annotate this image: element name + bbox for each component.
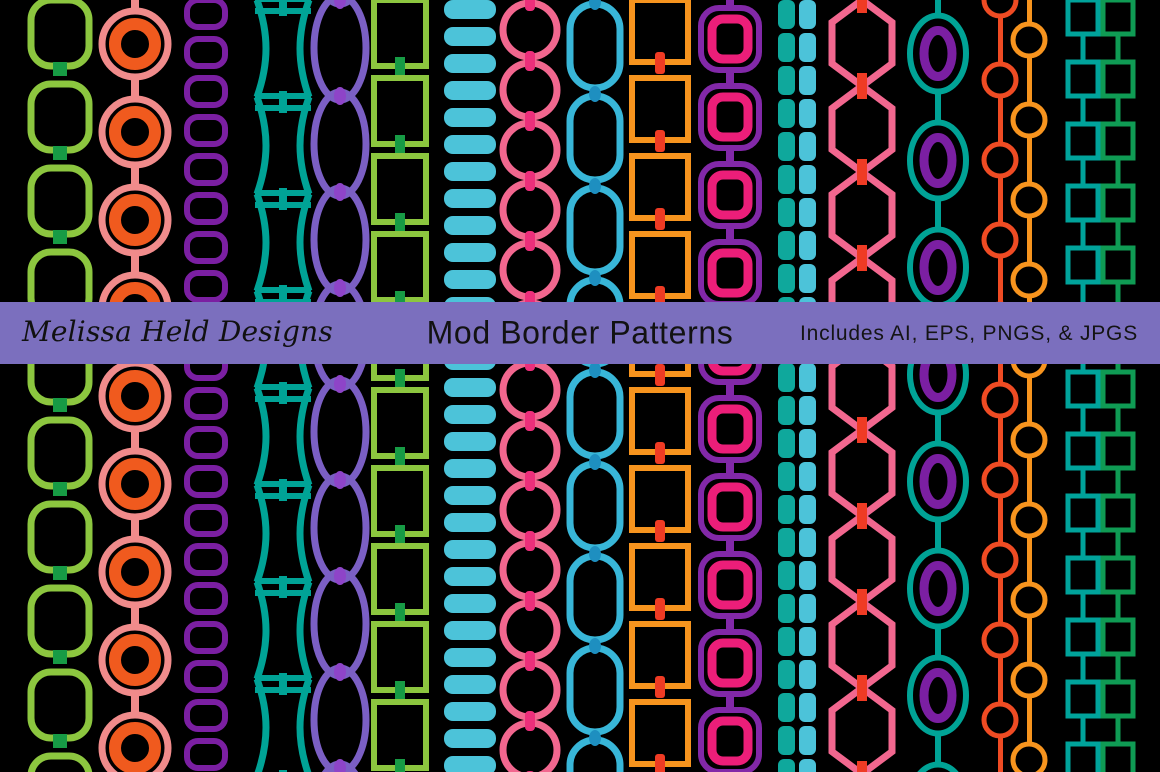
pattern-column-cyan-stacked-pill-bars [444,0,496,772]
pattern-column-purple-oval-chain [310,0,370,772]
pattern-column-teal-twin-dot-columns [778,0,816,772]
pattern-column-green-rounded-square-chain [27,0,93,772]
pattern-column-orange-twin-ring-strands [981,0,1048,772]
pattern-column-purple-magenta-rounded-square-chain [698,0,762,772]
brand-name: Melissa Held Designs [22,315,333,348]
pattern-column-orange-square-ladder [629,0,691,772]
pattern-column-pink-hexagon-chain [828,0,896,772]
pattern-column-purple-stacked-pill-ladder [184,0,228,771]
pattern-column-salmon-orange-ring-chain [98,0,172,772]
pattern-column-blue-oval-chain [566,0,624,772]
pattern-column-pink-circle-chain [499,0,561,772]
pattern-column-green-square-strand [1100,0,1136,772]
pattern-column-teal-bamboo-segments [253,0,313,772]
title-banner: Melissa Held Designs Mod Border Patterns… [0,302,1160,364]
product-title: Mod Border Patterns [426,314,734,351]
file-formats-note: Includes AI, EPS, PNGS, & JPGS [800,321,1138,345]
pattern-column-teal-square-strand [1065,0,1101,772]
pattern-column-green-square-film-strip [371,0,429,772]
pattern-column-teal-purple-oval-beads [907,0,969,772]
